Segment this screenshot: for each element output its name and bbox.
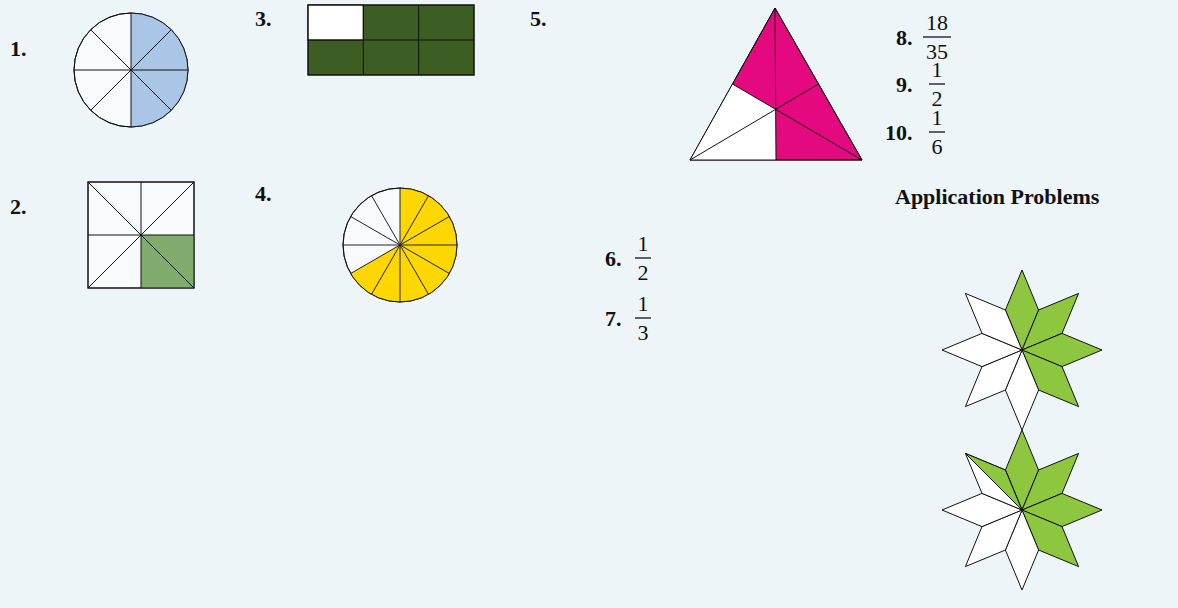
triangle-sixths (690, 8, 862, 160)
item-number: 8. (896, 27, 913, 49)
fraction-numerator: 1 (932, 107, 943, 129)
fraction-denominator: 3 (638, 322, 649, 344)
circle-twelfths (343, 188, 457, 302)
item-number: 2. (10, 196, 27, 218)
circle-eighths (74, 13, 188, 127)
fraction-numerator: 1 (932, 59, 943, 81)
item-number: 7. (605, 308, 622, 330)
item-number: 10. (885, 122, 913, 144)
item-number: 1. (10, 38, 27, 60)
fraction-denominator: 2 (638, 262, 649, 284)
item-number: 4. (255, 183, 272, 205)
item-number: 5. (530, 8, 547, 30)
item-number: 6. (605, 248, 622, 270)
fraction-numerator: 18 (926, 12, 948, 34)
rhombus-star (942, 430, 1102, 590)
fraction-denominator: 6 (932, 136, 943, 158)
section-heading: Application Problems (895, 186, 1099, 208)
item-number: 9. (896, 74, 913, 96)
fraction-bars (635, 37, 951, 318)
fraction-numerator: 1 (638, 233, 649, 255)
rectangle-sixths (308, 5, 474, 75)
fraction-numerator: 1 (638, 293, 649, 315)
rhombus-star (942, 270, 1102, 430)
item-number: 3. (255, 8, 272, 30)
square-eighths (88, 182, 194, 288)
